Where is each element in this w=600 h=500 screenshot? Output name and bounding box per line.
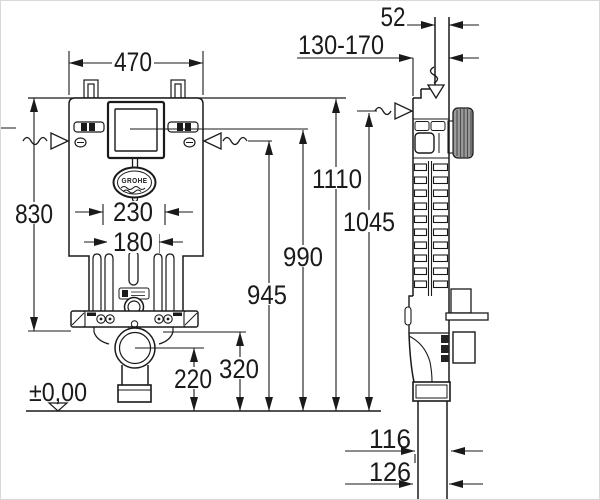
top-inlet-arrow-icon xyxy=(426,66,446,100)
outlet-bend xyxy=(93,327,174,403)
dim-drain-offset-inner-label: 116 xyxy=(369,424,411,454)
dim-frame-height-label: 830 xyxy=(15,199,53,229)
dim-upper-inner-width-label: 230 xyxy=(113,197,153,227)
grohe-logo xyxy=(112,158,157,203)
outlet-elbow xyxy=(408,331,476,499)
front-view xyxy=(1,79,346,403)
mounting-crossbar xyxy=(70,310,199,335)
dimension-arrowheads xyxy=(30,21,465,488)
actuation-arrow-right-icon xyxy=(202,131,248,151)
flush-plate-opening xyxy=(106,100,166,160)
actuation-arrow-left-icon xyxy=(22,131,70,151)
dim-overall-height-label: 1110 xyxy=(312,164,362,194)
side-body-outline xyxy=(412,88,449,296)
dim-pipe-offset-label: 52 xyxy=(381,2,406,32)
dim-lower-inner-width-label: 180 xyxy=(113,227,153,257)
dim-side-inlet-height-label: 1045 xyxy=(343,207,395,237)
dimension-labels: 470 830 230 180 52 130-170 1110 1045 990… xyxy=(13,2,411,487)
type-label-plate xyxy=(118,287,150,300)
actuation-rods xyxy=(1,121,199,148)
side-inlet-arrow-icon xyxy=(357,101,414,121)
adjustment-knob xyxy=(447,107,474,159)
frame-ladder xyxy=(413,161,449,296)
side-view xyxy=(404,17,489,499)
hanger-tabs xyxy=(83,79,186,99)
dim-crossbar-height-label: 320 xyxy=(219,354,259,384)
dim-outlet-center-height-label: 220 xyxy=(174,364,212,394)
dim-front-width-label: 470 xyxy=(114,47,152,77)
floor-datum-icon xyxy=(47,402,69,412)
dim-install-depth-label: 130-170 xyxy=(298,30,384,60)
flow-symbols xyxy=(22,66,446,412)
grohe-logo-text: GROHE xyxy=(122,178,148,185)
dim-drain-offset-outer-label: 126 xyxy=(369,457,411,487)
dim-actuation-height-label: 945 xyxy=(247,280,287,310)
dim-plate-center-height-label: 990 xyxy=(283,242,323,272)
lower-housing xyxy=(404,288,489,334)
floor-level-label: ±0,00 xyxy=(29,377,87,407)
frame-rails xyxy=(92,250,175,311)
